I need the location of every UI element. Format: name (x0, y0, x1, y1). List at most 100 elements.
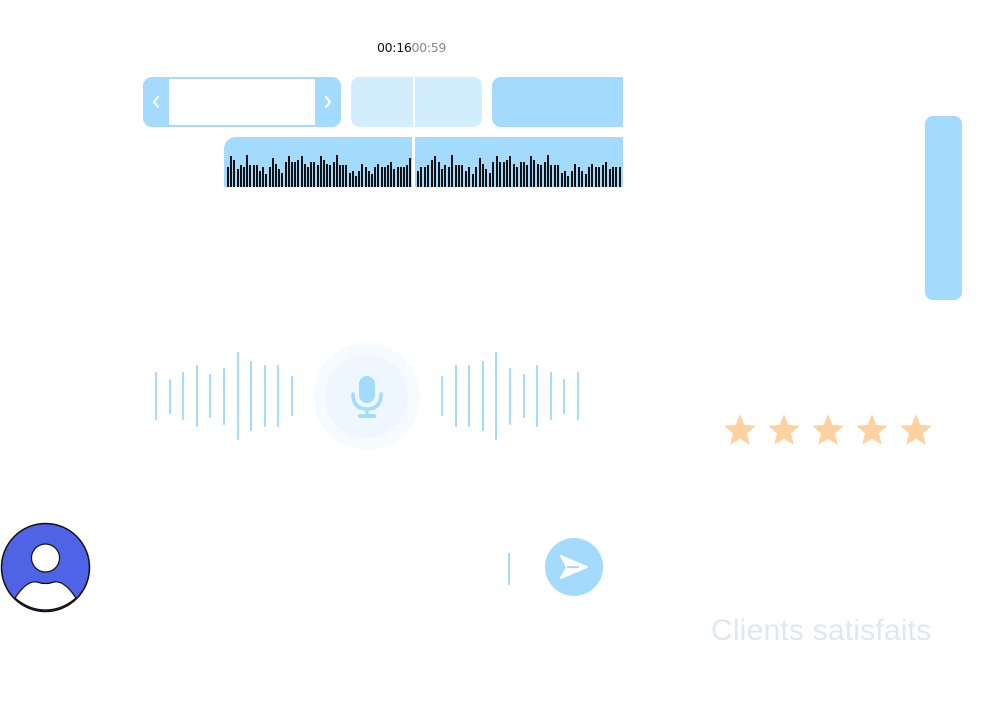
waveform-bar (468, 167, 471, 187)
waveform-bar (512, 164, 515, 187)
waveform-bar (236, 169, 239, 187)
vertical-slider-track[interactable] (925, 116, 962, 300)
waveform-bar (481, 164, 484, 187)
waveform-bar (291, 162, 293, 187)
waveform-bar (262, 167, 265, 187)
waveform-bar (550, 165, 553, 187)
waveform-bar (601, 165, 604, 187)
waveform-bar (227, 167, 229, 187)
voice-wave-bar (155, 372, 157, 420)
trim-handle-right[interactable] (315, 77, 341, 127)
waveform-bar (364, 167, 367, 187)
avatar[interactable] (0, 522, 91, 613)
waveform-bar (567, 176, 570, 187)
waveform-bar (492, 162, 495, 187)
playhead[interactable] (412, 137, 415, 187)
waveform-bar (294, 162, 297, 187)
send-button[interactable] (545, 538, 603, 596)
chevron-left-icon (152, 95, 160, 109)
voice-wave-bar (468, 365, 470, 427)
waveform-bar (461, 165, 464, 187)
waveform-bar (564, 171, 567, 187)
waveform-bar (323, 160, 325, 187)
star-icon (724, 414, 756, 445)
waveform-bar (618, 167, 621, 187)
waveform-bar (488, 173, 491, 187)
waveform-bar (345, 165, 348, 187)
waveform-bar (361, 164, 364, 187)
clip-segment[interactable] (351, 77, 413, 127)
waveform-bar (252, 165, 255, 187)
trim-selector[interactable] (143, 77, 341, 127)
waveform-bar (605, 162, 608, 187)
waveform-bar (268, 167, 271, 187)
microphone-icon (350, 375, 383, 418)
voice-wave-bar (482, 361, 484, 431)
waveform-bar (519, 162, 522, 187)
waveform-bar (233, 160, 236, 187)
voice-wave-bar (196, 365, 198, 427)
star-icon (812, 414, 844, 445)
waveform-bar (557, 165, 560, 187)
voice-wave-bar (223, 368, 225, 425)
trim-window (169, 79, 315, 125)
waveform-bar (377, 164, 380, 187)
waveform-bar (574, 164, 577, 187)
waveform-bar (313, 162, 316, 187)
waveform-bar (271, 158, 274, 187)
voice-wave-bar (550, 372, 552, 420)
waveform-bar (406, 165, 409, 187)
trim-handle-left[interactable] (143, 77, 169, 127)
waveform-bar (316, 165, 319, 187)
waveform-bar (300, 156, 303, 187)
waveform-bar (403, 167, 405, 187)
voice-wave-bar (495, 352, 497, 440)
waveform-bar (230, 156, 233, 187)
text-input-caret[interactable] (508, 553, 510, 585)
waveform-bar (371, 174, 373, 187)
waveform-bar (615, 167, 618, 187)
audio-waveform[interactable] (224, 137, 623, 187)
voice-wave-bar (291, 376, 293, 416)
waveform-bar (358, 171, 361, 187)
voice-wave-bar (277, 365, 279, 427)
waveform-bar (536, 164, 539, 187)
waveform-bar (399, 167, 402, 187)
waveform-bar (533, 160, 536, 187)
waveform-bar (417, 171, 419, 187)
waveform-bar (307, 167, 309, 187)
waveform-bar (265, 174, 268, 187)
waveform-bar (332, 162, 335, 187)
waveform-bar (427, 165, 430, 187)
waveform-bar (447, 167, 450, 187)
waveform-bar (591, 164, 594, 187)
clip-segment-active[interactable] (492, 77, 623, 127)
waveform-bar (355, 176, 357, 187)
voice-wave-bar (182, 372, 184, 420)
waveform-bar (505, 160, 508, 187)
voice-wave-bar (250, 361, 252, 431)
waveform-bar (471, 174, 474, 187)
waveform-bar (451, 155, 454, 187)
waveform-bar (611, 167, 614, 187)
waveform-bar (246, 155, 249, 187)
waveform-bar (509, 156, 512, 187)
record-button[interactable] (325, 355, 408, 438)
waveform-bar (454, 165, 457, 187)
caption-text: Clients satisfaits (711, 614, 932, 647)
waveform-bar (499, 162, 502, 187)
voice-wave-bar (509, 368, 511, 425)
waveform-bar (287, 156, 290, 187)
waveform-bar (249, 165, 252, 187)
waveform-bar (584, 174, 587, 187)
clip-segment[interactable] (415, 77, 482, 127)
waveform-bar (319, 156, 322, 187)
waveform-bar (383, 167, 386, 187)
voice-wave-bar (169, 379, 171, 414)
waveform-bar (303, 164, 306, 187)
waveform-bar (259, 171, 261, 187)
voice-wave-bar (563, 379, 565, 414)
waveform-bar (243, 167, 245, 187)
star-icon (768, 414, 800, 445)
waveform-bar (409, 158, 412, 187)
